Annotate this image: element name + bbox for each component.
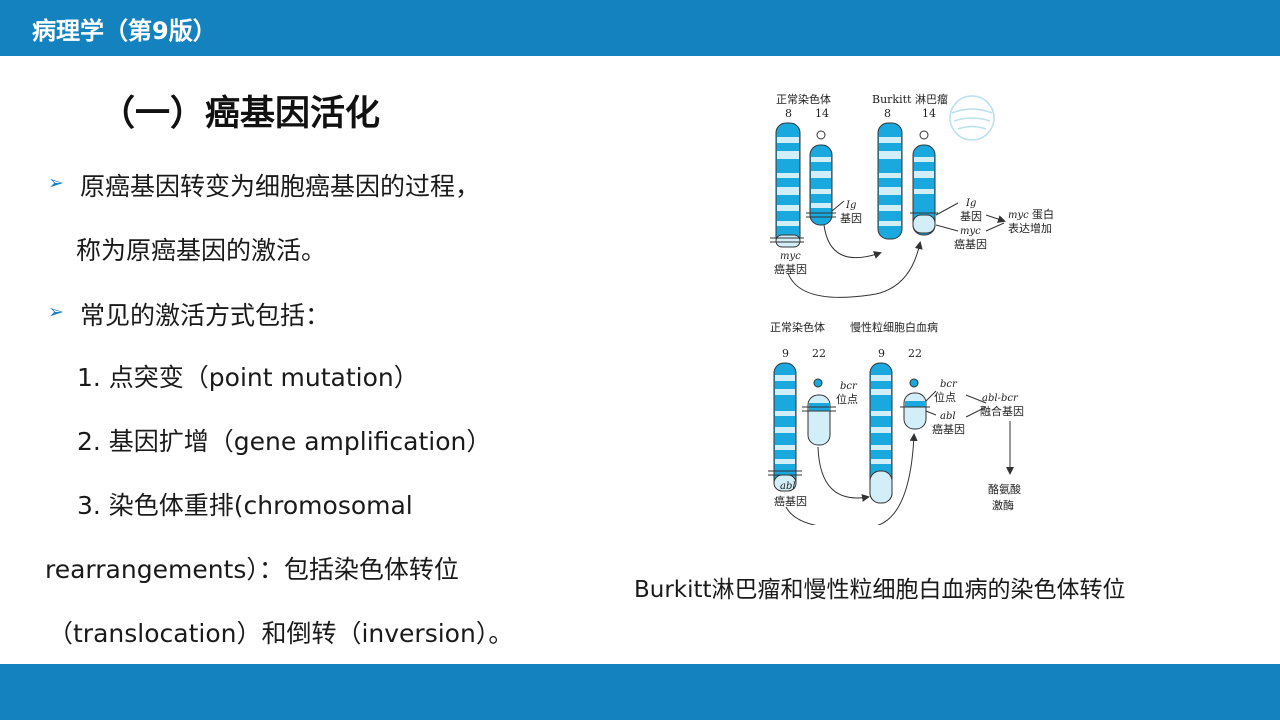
arrow-bullet-icon: ➢: [48, 172, 64, 194]
watermark-logo-icon: [949, 95, 995, 141]
top-gene-label: 基因: [840, 212, 862, 225]
chromosome-8-normal: [770, 122, 804, 248]
chromosome-14-derivative: [910, 130, 938, 236]
chromosome-22-normal: [802, 378, 836, 446]
translocation-figure: 正常染色体 Burkitt 淋巴瘤 8 14 8 14: [768, 92, 1054, 525]
top-myc-protein-label: myc: [1008, 210, 1029, 221]
text-line-8: （translocation）和倒转（inversion）。: [48, 619, 514, 648]
bottom-tyrosine-label: 酪氨酸: [988, 482, 1021, 496]
top-ig-label: Ig: [845, 200, 856, 211]
bottom-bcr-label: bcr: [840, 381, 858, 392]
chromosome-22-philadelphia: [900, 378, 930, 430]
bottom-bcr-label-2: bcr: [940, 379, 958, 390]
figure-caption: Burkitt淋巴瘤和慢性粒细胞白血病的染色体转位: [634, 577, 1126, 603]
text-line-5: 2. 基因扩增（gene amplification）: [77, 427, 492, 456]
bottom-normal-label: 正常染色体: [770, 320, 825, 334]
header-title: 病理学（第9版）: [32, 17, 217, 45]
top-normal-label: 正常染色体: [776, 92, 831, 106]
text-line-6: 3. 染色体重排(chromosomal: [77, 491, 413, 520]
top-chr8-label-2: 8: [884, 107, 891, 120]
top-myc-label-2: myc: [960, 226, 981, 237]
bottom-ablbcr-label: abl-bcr: [982, 393, 1019, 404]
top-myc-label: myc: [780, 251, 801, 262]
section-heading: （一）癌基因活化: [100, 94, 381, 134]
footer-bar: [0, 664, 1280, 720]
bottom-locus-label: 位点: [836, 392, 858, 406]
top-chr8-label-1: 8: [785, 107, 792, 120]
top-protein-label: 蛋白: [1032, 207, 1054, 221]
text-line-4: 1. 点突变（point mutation）: [77, 363, 419, 392]
top-gene-label-2: 基因: [960, 210, 982, 223]
top-ig-label-2: Ig: [965, 198, 976, 209]
top-chr14-label-2: 14: [922, 107, 936, 120]
top-oncogene-label-2: 癌基因: [954, 237, 987, 251]
chromosome-14-normal: [806, 130, 836, 226]
bottom-cml-label: 慢性粒细胞白血病: [850, 320, 938, 334]
top-increase-label: 表达增加: [1008, 221, 1052, 235]
bottom-oncogene-label-2: 癌基因: [932, 422, 965, 436]
top-chr14-label-1: 14: [815, 107, 829, 120]
bottom-chr22-label-2: 22: [908, 347, 922, 360]
chromosome-8-derivative: [877, 122, 903, 240]
text-line-3: 常见的激活方式包括：: [80, 301, 331, 330]
top-burkitt-label: Burkitt 淋巴瘤: [872, 92, 948, 106]
bottom-fusion-label: 融合基因: [980, 404, 1024, 418]
header-bar: 病理学（第9版）: [0, 0, 1280, 56]
text-line-1: 原癌基因转变为细胞癌基因的过程，: [80, 172, 481, 201]
bottom-locus-label-2: 位点: [934, 390, 956, 404]
bottom-kinase-label: 激酶: [992, 498, 1014, 512]
top-oncogene-label: 癌基因: [774, 262, 807, 276]
bottom-chr9-label-1: 9: [782, 347, 789, 360]
arrow-bullet-icon: ➢: [48, 301, 64, 323]
bottom-chr22-label-1: 22: [812, 347, 826, 360]
bottom-abl-label: abl: [780, 481, 796, 492]
chromosome-9-derivative: [869, 362, 893, 504]
bottom-chr9-label-2: 9: [878, 347, 885, 360]
text-line-2: 称为原癌基因的激活。: [76, 236, 327, 265]
bottom-oncogene-label: 癌基因: [774, 494, 807, 508]
text-line-7: rearrangements）：包括染色体转位: [45, 555, 459, 584]
bottom-abl-label-2: abl: [940, 411, 956, 422]
chromosome-9-normal: [768, 362, 802, 492]
